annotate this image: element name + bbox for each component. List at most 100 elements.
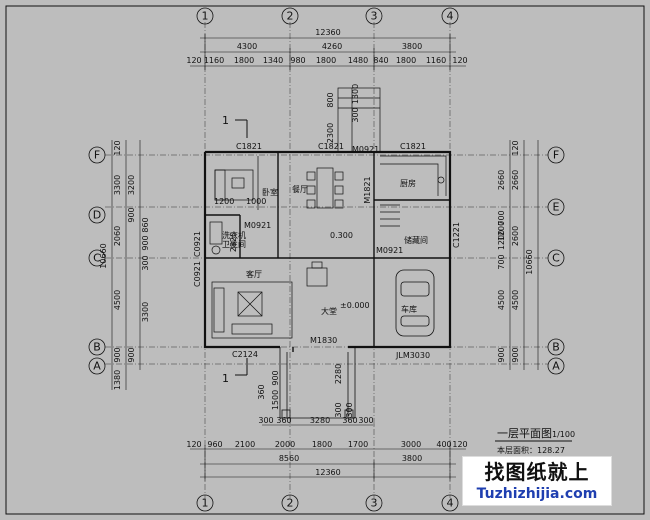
axis-bubble-F-left — [88, 146, 106, 164]
door-m0921-c: M0921 — [376, 246, 403, 255]
dim-left: 1380 — [113, 370, 122, 390]
room-bedroom: 卧室 — [262, 187, 278, 197]
axis-bubble-A-left — [88, 357, 106, 375]
axis-bubble-F-right — [547, 146, 565, 164]
axis-label-3-top: 3 — [371, 10, 378, 23]
dim-right: 120 — [511, 140, 520, 155]
dim-left-inner: 900 — [127, 347, 136, 362]
dim-top-detail: 840 — [373, 56, 388, 65]
dim-left-inner: 860 — [141, 217, 150, 232]
dim-bottom-total: 12360 — [315, 468, 340, 477]
dim-top-bay-1: 4300 — [237, 42, 257, 51]
dim-porch-side: 1500 — [271, 390, 280, 410]
window-c0921-a: C0921 — [193, 231, 202, 257]
section-mark-top-label: 1 — [222, 114, 229, 127]
axis-bubble-D-left — [88, 206, 106, 224]
rear-steps — [337, 87, 381, 153]
window-c1821-c: C1821 — [400, 142, 426, 151]
axis-bubble-E-right — [547, 198, 565, 216]
room-kitchen: 厨房 — [400, 178, 416, 188]
dim-bottom-detail: 120 — [186, 440, 201, 449]
toilet-icon — [209, 221, 223, 255]
dim-top-detail: 980 — [290, 56, 305, 65]
axis-label-C-left: C — [93, 252, 101, 265]
dim-top-total: 12360 — [315, 28, 340, 37]
dim-top-detail: 1160 — [204, 56, 224, 65]
dim-right-inner: 2600 — [511, 226, 520, 246]
front-porch — [279, 347, 356, 419]
dim-bottom-detail: 1800 — [312, 440, 332, 449]
dim-porch-side: 900 — [271, 370, 280, 385]
axis-label-B-left: B — [93, 341, 101, 354]
dim-left-small: 300 — [141, 255, 150, 270]
axis-label-2-top: 2 — [287, 10, 294, 23]
dim-left: 4500 — [113, 290, 122, 310]
dim-porch-bottom: 300 — [358, 416, 373, 425]
dim-top-detail: 1160 — [426, 56, 446, 65]
axis-bubble-B-left — [88, 338, 106, 356]
axis-label-D-left: D — [93, 209, 101, 222]
watermark-url: Tuzhizhijia.com — [476, 486, 598, 502]
dim-left: 900 — [113, 347, 122, 362]
dim-room-small: 2820 — [229, 232, 238, 252]
interior-walls — [205, 152, 450, 352]
kitchen-counter — [380, 155, 447, 196]
area-text: 本层面积：128.27 — [497, 445, 565, 455]
door-m0921-mid: M0921 — [244, 221, 271, 230]
watermark-box: 找图纸就上 Tuzhizhijia.com — [462, 456, 612, 506]
axis-label-A-left: A — [93, 360, 101, 373]
axis-bubble-C-right — [547, 249, 565, 267]
dim-bottom-detail: 400 — [436, 440, 451, 449]
car-icon — [395, 269, 435, 337]
dim-room-small: 1000 — [246, 197, 266, 206]
axis-label-F-right: F — [553, 149, 559, 162]
garage-door-tag: JLM3030 — [395, 351, 430, 360]
exterior-walls — [203, 150, 452, 349]
dim-right-inner: 700 — [497, 254, 506, 269]
window-c1821-a: C1821 — [236, 142, 262, 151]
dim-porch-side: 300 — [334, 402, 343, 417]
axis-label-1-bottom: 1 — [202, 497, 209, 510]
axis-bubble-C-left — [88, 249, 106, 267]
dim-left-inner: 3200 — [127, 175, 136, 195]
dim-porch-top: 2300 — [326, 123, 335, 143]
axis-label-1-top: 1 — [202, 10, 209, 23]
sofa-icon — [211, 281, 293, 339]
top-dimension-lines — [190, 34, 466, 70]
axis-label-2-bottom: 2 — [287, 497, 294, 510]
dim-top-detail: 1800 — [316, 56, 336, 65]
right-dimension-lines — [509, 140, 539, 370]
axis-bubble-1-top — [196, 7, 214, 25]
dim-right-inner: 700 — [497, 210, 506, 225]
room-stair-store: 储藏间 — [404, 235, 428, 245]
section-mark-bottom — [235, 358, 248, 376]
dim-porch-bottom: 360 — [276, 416, 291, 425]
plan-title: 一层平面图 — [497, 427, 552, 440]
axis-bubble-2-top — [281, 7, 299, 25]
stair-icon — [380, 204, 400, 227]
left-dimension-lines — [111, 140, 141, 390]
window-c0921-b: C0921 — [193, 261, 202, 287]
dim-top-detail: 1480 — [348, 56, 368, 65]
dim-bottom-detail: 960 — [207, 440, 222, 449]
window-c1221: C1221 — [452, 222, 461, 248]
dim-top-detail: 120 — [452, 56, 467, 65]
dim-bottom-detail: 2100 — [235, 440, 255, 449]
dim-right-inner: 2660 — [511, 170, 520, 190]
dim-right: 4500 — [497, 290, 506, 310]
dim-left: 10660 — [99, 243, 108, 268]
window-c1821-b: C1821 — [318, 142, 344, 151]
axis-label-B-right: B — [552, 341, 560, 354]
axis-label-3-bottom: 3 — [371, 497, 378, 510]
drawing-frame — [5, 5, 645, 515]
dim-porch-bottom: 360 — [342, 416, 357, 425]
dim-top-detail: 1340 — [263, 56, 283, 65]
dim-bottom-mid-1: 8560 — [279, 454, 299, 463]
dim-right: 2660 — [497, 170, 506, 190]
dim-left: 2060 — [113, 226, 122, 246]
axis-bubble-4-bottom — [441, 494, 459, 512]
dim-right: 900 — [497, 347, 506, 362]
door-m1821: M1821 — [363, 176, 372, 203]
dim-left-inner: 900 — [141, 235, 150, 250]
